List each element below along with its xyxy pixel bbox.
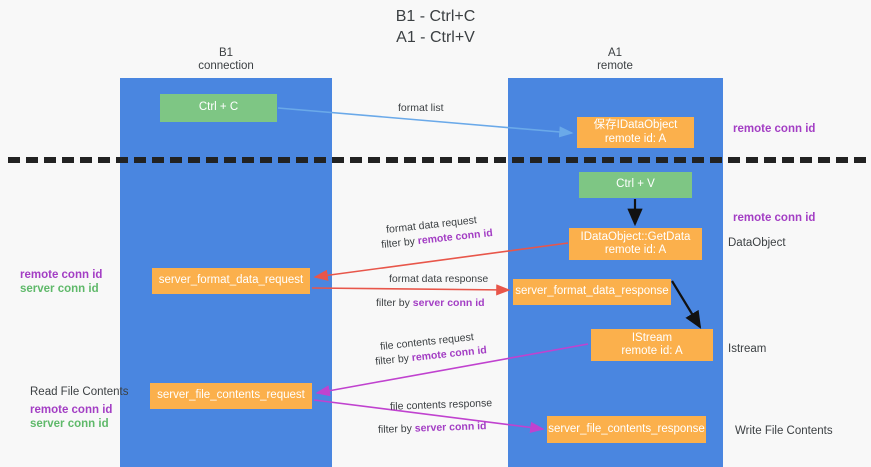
annotation-left-remote-conn-id-1: remote conn id bbox=[20, 269, 103, 281]
annotation-write-file-contents: Write File Contents bbox=[735, 425, 833, 437]
node-server-format-data-response[interactable]: server_format_data_response bbox=[513, 279, 671, 305]
node-server-format-data-response-label: server_format_data_response bbox=[515, 285, 669, 298]
node-server-file-contents-request[interactable]: server_file_contents_request bbox=[150, 383, 312, 409]
annotation-read-file-contents: Read File Contents bbox=[30, 386, 129, 398]
filter-prefix: filter by bbox=[374, 352, 413, 368]
page-title: B1 - Ctrl+C A1 - Ctrl+V bbox=[0, 6, 871, 48]
node-ctrl-v[interactable]: Ctrl + V bbox=[579, 172, 692, 198]
annotation-remote-conn-id-top: remote conn id bbox=[733, 123, 816, 135]
edge-label-format-data-response: format data response bbox=[389, 273, 488, 286]
annotation-left-server-conn-id-2: server conn id bbox=[30, 418, 109, 430]
node-idataobject-getdata[interactable]: IDataObject::GetData remote id: A bbox=[569, 228, 702, 260]
title-line-2: A1 - Ctrl+V bbox=[396, 29, 475, 46]
title-line-1: B1 - Ctrl+C bbox=[395, 8, 476, 25]
edge-label-format-data-response-text: format data response bbox=[389, 273, 489, 285]
annotation-left-server-conn-id-1: server conn id bbox=[20, 283, 99, 295]
node-istream-label: IStream bbox=[631, 331, 673, 344]
filter-prefix: filter by bbox=[377, 422, 415, 436]
node-data-object-sub: remote id: A bbox=[604, 132, 667, 145]
annotation-dataobject: DataObject bbox=[728, 237, 786, 249]
node-ctrl-c-label: Ctrl + C bbox=[198, 101, 239, 114]
lane-subtitle-b1: connection bbox=[198, 60, 254, 72]
lane-header-a1: A1 remote bbox=[545, 47, 685, 73]
node-istream-sub: remote id: A bbox=[621, 345, 683, 357]
node-server-file-contents-response[interactable]: server_file_contents_response bbox=[547, 416, 706, 443]
phase-separator bbox=[8, 157, 866, 163]
lane-title-b1: B1 bbox=[218, 47, 234, 59]
annotation-group-conn-ids-top: remote conn id server conn id bbox=[20, 268, 102, 296]
filter-prefix: filter by bbox=[376, 297, 413, 309]
annotation-istream: Istream bbox=[728, 343, 767, 355]
edge-label-file-contents-response-text: file contents response bbox=[389, 397, 493, 413]
edge-label-file-contents-response: file contents response bbox=[390, 397, 493, 414]
annotation-group-read-file-contents: Read File Contents remote conn id server… bbox=[30, 385, 128, 431]
edge-format-data-response bbox=[311, 284, 511, 296]
node-ctrl-c[interactable]: Ctrl + C bbox=[160, 94, 277, 122]
lane-title-a1: A1 bbox=[607, 47, 623, 59]
lane-subtitle-a1: remote bbox=[597, 60, 633, 72]
annotation-left-remote-conn-id-2: remote conn id bbox=[30, 404, 113, 416]
node-getdata-sub: remote id: A bbox=[604, 244, 667, 256]
node-server-format-data-request-label: server_format_data_request bbox=[158, 274, 304, 287]
node-server-file-contents-response-label: server_file_contents_response bbox=[548, 422, 705, 435]
node-server-format-data-request[interactable]: server_format_data_request bbox=[152, 268, 310, 294]
node-data-object[interactable]: 保存IDataObject remote id: A bbox=[577, 117, 694, 148]
node-getdata-label: IDataObject::GetData bbox=[580, 230, 691, 243]
edge-label-format-data-response-filter: filter by server conn id bbox=[376, 297, 485, 310]
node-ctrl-v-label: Ctrl + V bbox=[616, 178, 655, 191]
node-istream[interactable]: IStream remote id: A bbox=[591, 329, 713, 361]
filter-value-server-conn-id: server conn id bbox=[414, 420, 487, 435]
annotation-remote-conn-id-mid: remote conn id bbox=[733, 212, 816, 224]
edge-label-file-contents-response-filter: filter by server conn id bbox=[378, 420, 487, 437]
node-data-object-label: 保存IDataObject bbox=[593, 119, 678, 131]
node-server-file-contents-request-label: server_file_contents_request bbox=[157, 389, 305, 402]
edge-label-format-list: format list bbox=[398, 102, 444, 115]
filter-prefix: filter by bbox=[380, 235, 419, 252]
filter-value-server-conn-id: server conn id bbox=[412, 297, 485, 309]
lane-header-b1: B1 connection bbox=[150, 47, 302, 73]
edge-label-format-list-text: format list bbox=[398, 102, 444, 114]
